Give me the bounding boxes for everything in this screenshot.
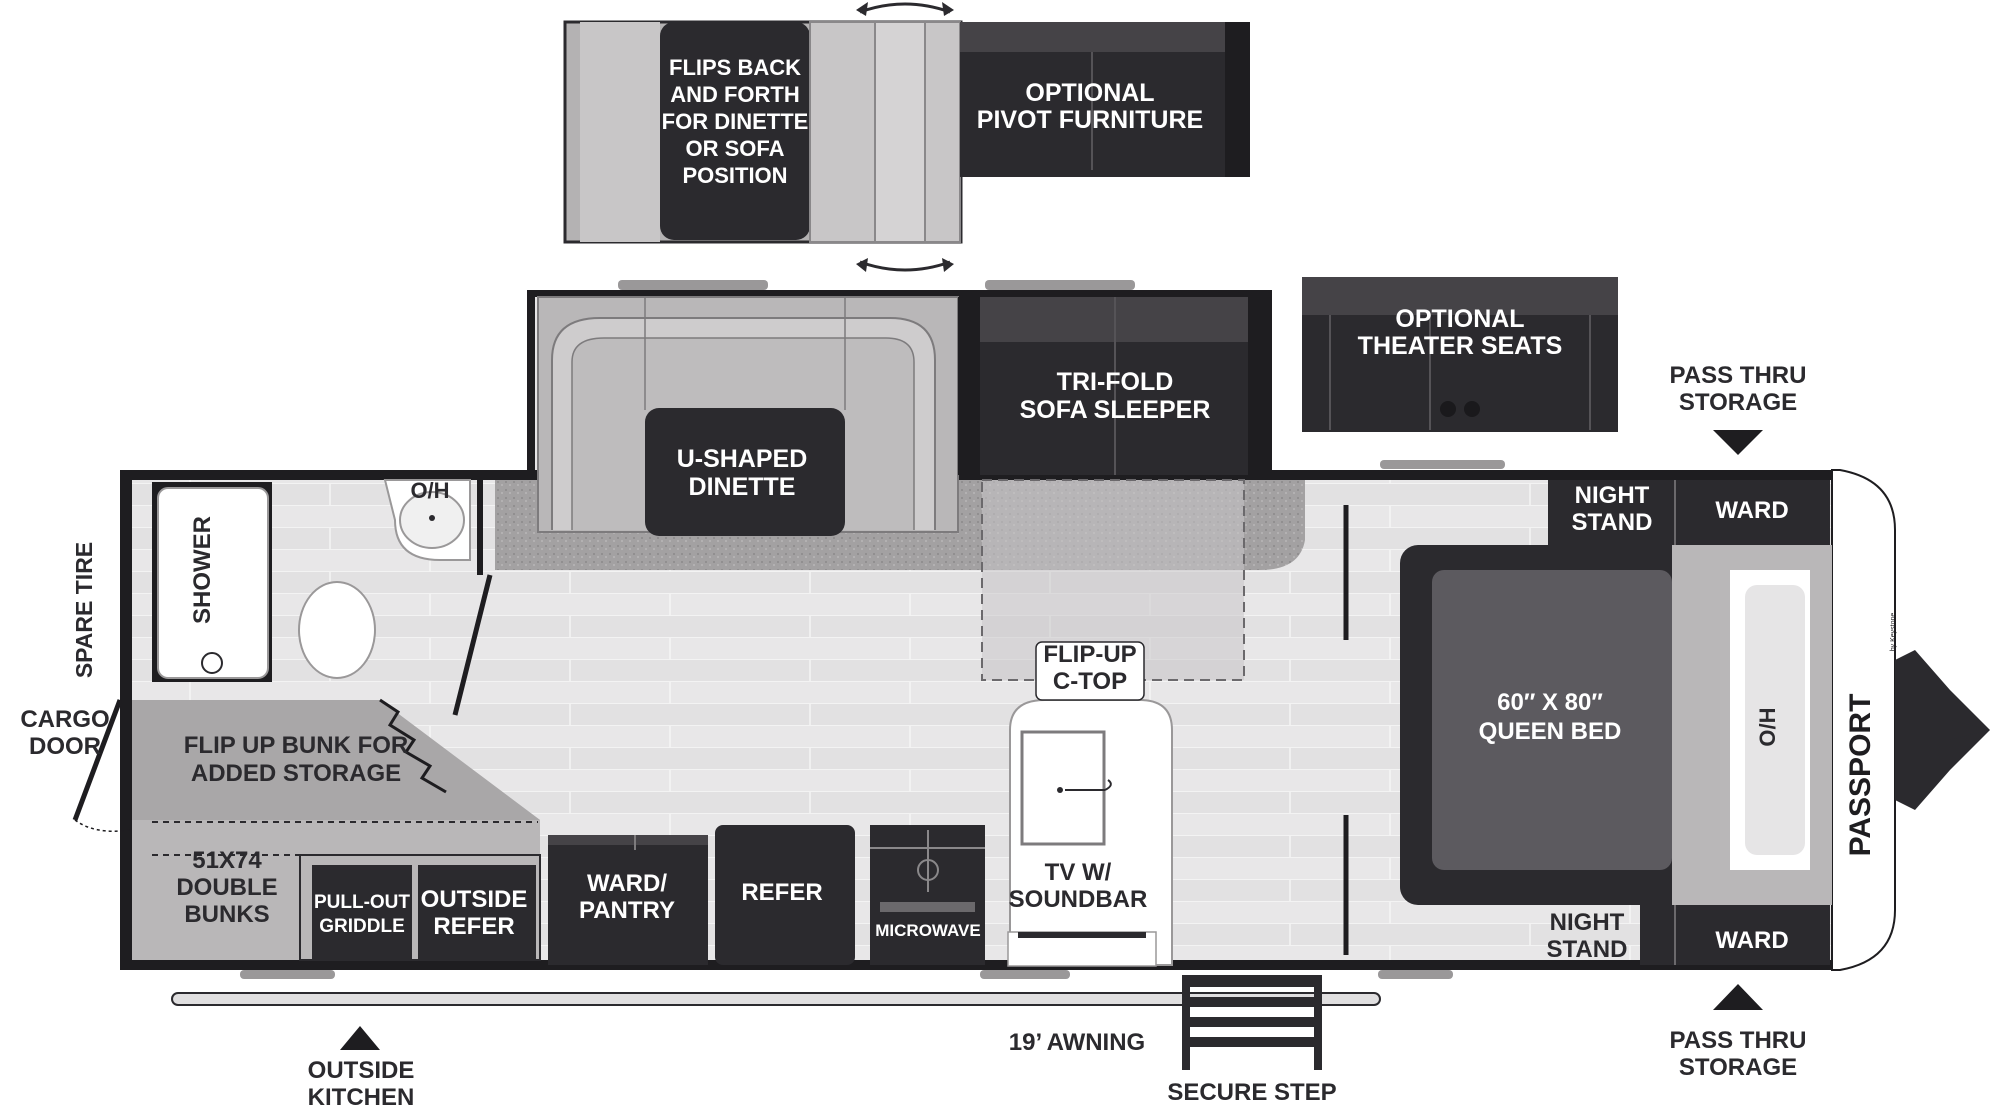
- ctop-l2: C-TOP: [1053, 668, 1127, 695]
- trifold-sofa: [958, 297, 1270, 475]
- pivot-l1: OPTIONAL: [1025, 79, 1154, 107]
- pantry-l2: PANTRY: [579, 897, 675, 924]
- theater-l1: OPTIONAL: [1395, 305, 1524, 333]
- bunk-area: [72, 698, 541, 961]
- bed-l1: 60″ X 80″: [1497, 689, 1603, 716]
- griddle-l2: GRIDDLE: [319, 916, 405, 937]
- u-dinette: [537, 296, 959, 536]
- pantry-l1: WARD/: [587, 870, 667, 897]
- bunks-l1: 51X74: [192, 847, 262, 874]
- up-arrow-icon: [340, 1026, 380, 1050]
- flips-back-l2: AND FORTH: [670, 82, 800, 107]
- bunks-l2: DOUBLE: [176, 874, 277, 901]
- nightstand-top-l1: NIGHT: [1575, 482, 1650, 509]
- outside-refer-l2: REFER: [433, 913, 514, 940]
- trifold-l1: TRI-FOLD: [1057, 368, 1174, 396]
- tv-l2: SOUNDBAR: [1009, 886, 1148, 913]
- flips-back-l1: FLIPS BACK: [669, 55, 801, 80]
- ward-bottom: WARD: [1715, 927, 1788, 954]
- nightstand-top-l2: STAND: [1572, 509, 1653, 536]
- secure-step-label: SECURE STEP: [1167, 1079, 1336, 1106]
- pass-thru-top-l1: PASS THRU: [1670, 362, 1807, 389]
- shower-label: SHOWER: [189, 516, 216, 624]
- ward-top: WARD: [1715, 497, 1788, 524]
- ctop-l1: FLIP-UP: [1043, 641, 1136, 668]
- pass-thru-top-l2: STORAGE: [1679, 389, 1797, 416]
- bathroom: [132, 479, 493, 716]
- trifold-l2: SOFA SLEEPER: [1020, 396, 1211, 424]
- oh-bath: O/H: [410, 478, 449, 503]
- oh-bed: O/H: [1755, 707, 1780, 746]
- theater-seats-option: [1302, 277, 1618, 432]
- theater-l2: THEATER SEATS: [1358, 332, 1563, 360]
- nightstand-bottom-l1: NIGHT: [1550, 909, 1625, 936]
- labels: FLIPS BACK AND FORTH FOR DINETTE OR SOFA…: [20, 55, 1806, 1110]
- pass-thru-bottom-l2: STORAGE: [1679, 1054, 1797, 1081]
- outside-refer-l1: OUTSIDE: [421, 886, 528, 913]
- bunks-l3: BUNKS: [184, 901, 269, 928]
- awning-label: 19’ AWNING: [1009, 1029, 1145, 1056]
- pass-thru-bottom-l1: PASS THRU: [1670, 1027, 1807, 1054]
- kitchen: [548, 825, 985, 965]
- tv-l1: TV W/: [1045, 859, 1112, 886]
- refer-label: REFER: [741, 879, 822, 906]
- spare-tire-label: SPARE TIRE: [71, 542, 97, 678]
- flips-back-l3: FOR DINETTE: [662, 109, 809, 134]
- kitchen-l2: KITCHEN: [308, 1084, 415, 1110]
- flips-back-l5: POSITION: [682, 163, 787, 188]
- microwave-label: MICROWAVE: [875, 921, 980, 940]
- flip-bunk-l1: FLIP UP BUNK FOR: [184, 732, 408, 759]
- up-arrow-icon: [1713, 984, 1763, 1010]
- bed-l2: QUEEN BED: [1479, 718, 1622, 745]
- passport-logo-sub: by Keystone: [1890, 613, 1897, 652]
- cargo-door-l2: DOOR: [29, 733, 101, 760]
- kitchen-l1: OUTSIDE: [308, 1057, 415, 1084]
- griddle-l1: PULL-OUT: [314, 892, 410, 913]
- passport-logo: PASSPORT: [1844, 694, 1877, 857]
- pivot-l2: PIVOT FURNITURE: [977, 106, 1203, 134]
- flips-back-l4: OR SOFA: [685, 136, 784, 161]
- cargo-door-l1: CARGO: [20, 706, 109, 733]
- entertainment-counter: [1007, 641, 1173, 967]
- secure-step: [1182, 975, 1322, 1070]
- flip-bunk-l2: ADDED STORAGE: [191, 760, 401, 787]
- pivot-furniture-option: [563, 2, 1250, 272]
- up-arrow-icon: [1713, 430, 1763, 455]
- nightstand-bottom-l2: STAND: [1547, 936, 1628, 963]
- bedroom: PASSPORT by Keystone: [1343, 480, 1897, 965]
- dinette-l2: DINETTE: [689, 473, 796, 501]
- dinette-l1: U-SHAPED: [677, 445, 808, 473]
- exterior: [171, 460, 1505, 1070]
